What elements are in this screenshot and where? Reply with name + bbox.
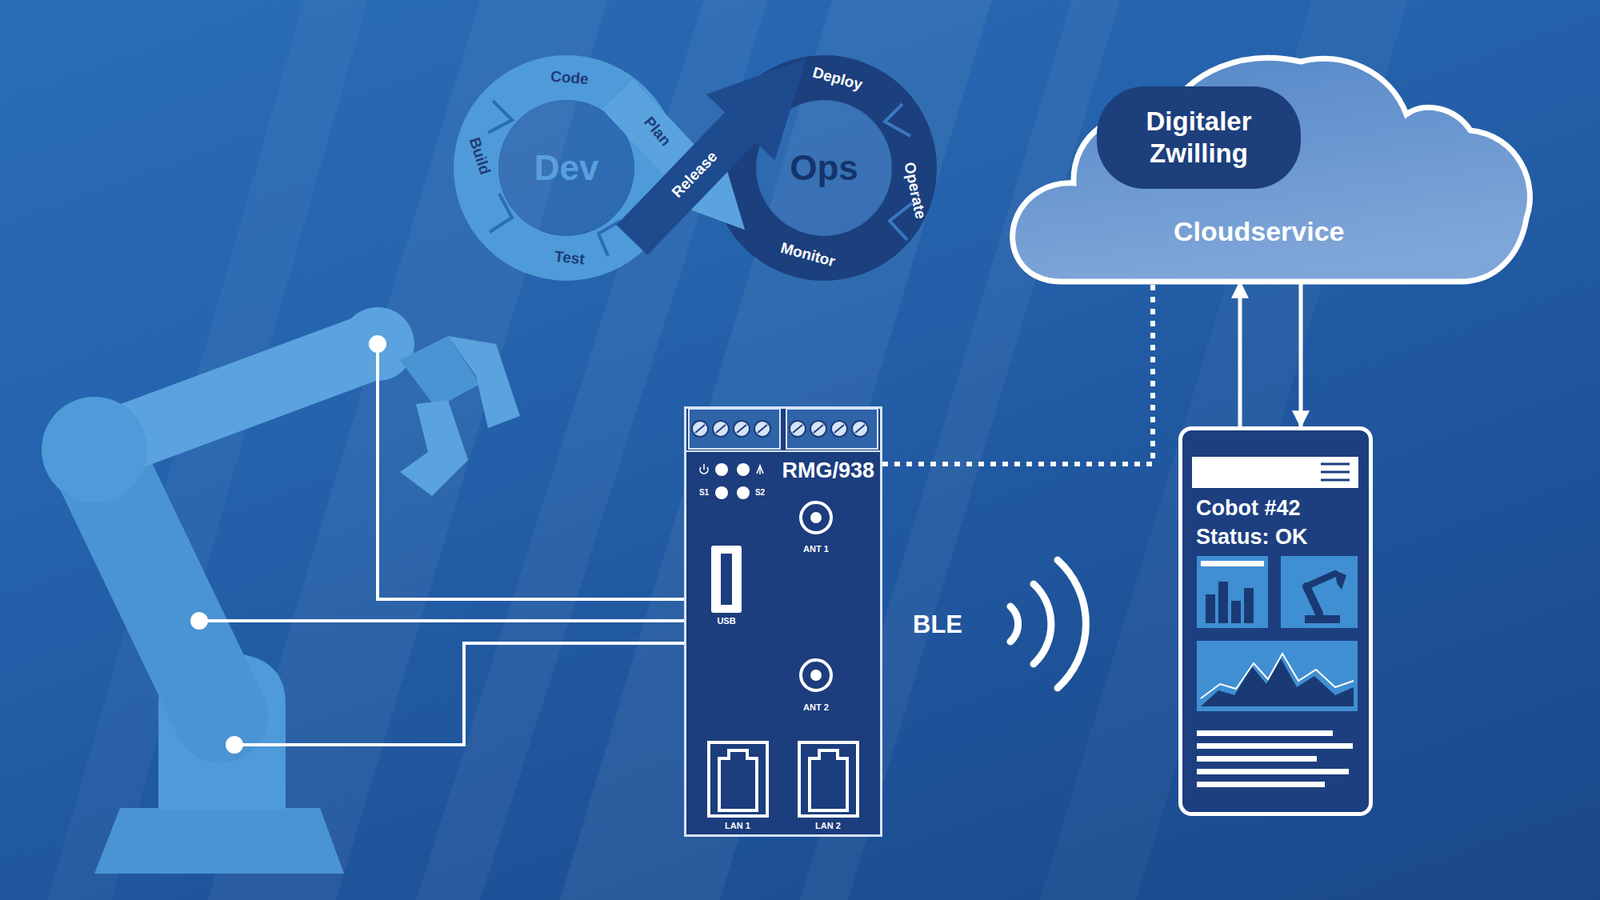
- devops-loop: [476, 77, 915, 259]
- node-text: Status: OK: [1196, 524, 1308, 550]
- port-label: LAN 1: [724, 821, 751, 831]
- data-link-arrow: [1299, 282, 1304, 427]
- loop-title: Ops: [789, 150, 859, 186]
- cloud-service: Cloudservice Digitaler Zwilling: [1004, 45, 1536, 286]
- robot-arm: [41, 307, 520, 874]
- digital-twin-pill: Digitaler Zwilling: [1096, 86, 1301, 189]
- led-label: S2: [755, 488, 765, 497]
- wire-dots: [190, 335, 387, 754]
- node-text: Cobot #42: [1196, 495, 1301, 521]
- data-link-arrow: [1238, 282, 1243, 427]
- node-text: Digitaler Zwilling: [1119, 105, 1280, 169]
- stage-label: Code: [550, 68, 590, 87]
- smartphone-outline: [1178, 426, 1373, 816]
- stage-label: Build: [467, 135, 494, 176]
- led-label: S1: [699, 488, 709, 497]
- sensor-wires: [199, 344, 684, 745]
- gateway-device: RMG/938: [684, 406, 883, 837]
- port-label: ANT 1: [803, 544, 829, 554]
- stage-label: Test: [553, 248, 585, 268]
- port-label: ANT 2: [803, 703, 829, 712]
- loop-title: Dev: [534, 150, 600, 186]
- port-label: USB: [716, 616, 736, 626]
- smartphone: Cobot #42Status: OK: [1178, 426, 1373, 816]
- stage-label: Release: [668, 148, 720, 201]
- stage-label: Operate: [901, 160, 929, 220]
- stage-label: Monitor: [779, 240, 837, 269]
- node-text: Cloudservice: [1173, 215, 1345, 248]
- protocol-label: BLE: [912, 612, 963, 637]
- stage-label: Plan: [641, 114, 674, 149]
- port-label: LAN 2: [815, 821, 841, 831]
- node-text: RMG/938: [781, 457, 875, 484]
- ble-waves: [1010, 560, 1086, 688]
- digital-twin-pill-outline: [1096, 86, 1301, 189]
- light-streaks: [48, 0, 1408, 900]
- stage-label: Deploy: [811, 64, 864, 93]
